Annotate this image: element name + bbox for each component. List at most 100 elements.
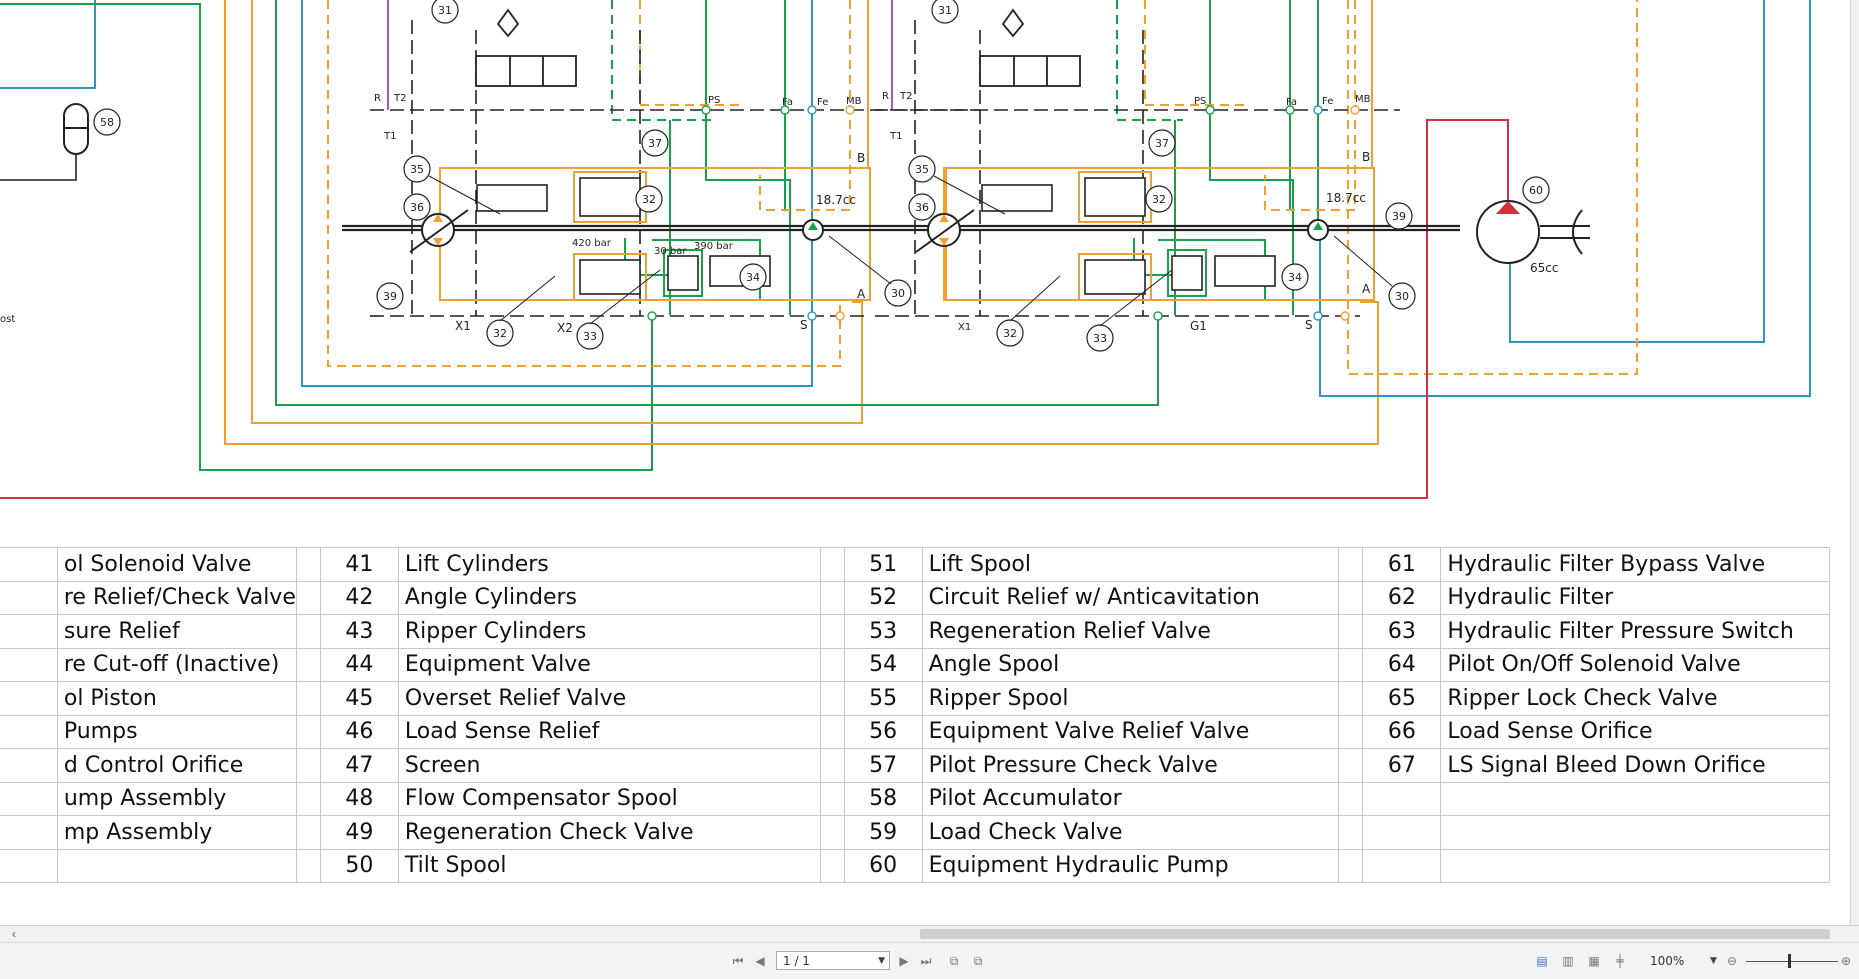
line-green-dash-2 xyxy=(1117,0,1183,120)
callout-32: 32 xyxy=(1152,193,1166,206)
horizontal-scroll-thumb[interactable] xyxy=(920,929,1830,939)
callout-30: 30 xyxy=(891,287,905,300)
legend-item-number xyxy=(1363,782,1441,816)
legend-row: mp Assembly49Regeneration Check Valve59L… xyxy=(0,816,1830,850)
port-label: X2 xyxy=(557,321,573,335)
port-label: Fe xyxy=(1322,96,1333,107)
pump-symbols xyxy=(0,104,1590,263)
legend-spacer xyxy=(296,615,320,649)
page-number-field[interactable]: 1 / 1 ▼ xyxy=(776,951,890,970)
legend-spacer xyxy=(296,581,320,615)
legend-item-number xyxy=(0,816,57,850)
legend-item-label: Load Sense Relief xyxy=(398,715,820,749)
pressure-label: 30 bar xyxy=(654,246,687,257)
legend-spacer xyxy=(296,816,320,850)
port-label: S xyxy=(800,318,808,332)
legend-item-number: 50 xyxy=(320,849,398,883)
callout-32: 32 xyxy=(1003,327,1017,340)
legend-item-label: Ripper Spool xyxy=(922,682,1339,716)
legend-row: sure Relief43Ripper Cylinders53Regenerat… xyxy=(0,615,1830,649)
port-label: PS xyxy=(1194,96,1206,107)
legend-item-label xyxy=(1441,849,1830,883)
port-label: Fa xyxy=(1286,97,1297,108)
legend-item-label: Circuit Relief w/ Anticavitation xyxy=(922,581,1339,615)
line-orange-outer xyxy=(225,0,1378,444)
port-label: PS xyxy=(708,95,720,106)
legend-item-label: Load Check Valve xyxy=(922,816,1339,850)
legend-spacer xyxy=(296,715,320,749)
callout-60: 60 xyxy=(1529,184,1543,197)
zoom-level[interactable]: 100% xyxy=(1650,953,1684,969)
legend-spacer xyxy=(1339,849,1363,883)
zoom-dropdown-icon[interactable]: ▼ xyxy=(1710,953,1717,969)
legend-item-number xyxy=(1363,849,1441,883)
hydraulic-schematic: 31 31 58 37 37 35 35 36 36 32 32 39 39 3… xyxy=(0,0,1850,540)
port-label: Fa xyxy=(782,97,793,108)
legend-item-label: ol Piston xyxy=(57,682,296,716)
legend-item-label: Hydraulic Filter Pressure Switch xyxy=(1441,615,1830,649)
pump-displacement-label: 65cc xyxy=(1530,261,1558,275)
port-label: A xyxy=(857,287,866,301)
callout-31: 31 xyxy=(438,4,452,17)
legend-spacer xyxy=(820,715,844,749)
callout-35: 35 xyxy=(915,163,929,176)
page-indicator: 1 / 1 xyxy=(783,954,810,968)
legend-item-number: 49 xyxy=(320,816,398,850)
legend-item-number: 64 xyxy=(1363,648,1441,682)
callout-39: 39 xyxy=(1392,210,1406,223)
split-view-icon[interactable]: ╪ xyxy=(1612,953,1628,969)
callout-34: 34 xyxy=(746,271,760,284)
callout-36: 36 xyxy=(410,201,424,214)
zoom-in-icon[interactable]: ⊕ xyxy=(1838,953,1854,969)
line-orange-dash-mb2 xyxy=(1145,0,1250,105)
legend-spacer xyxy=(820,682,844,716)
callout-32: 32 xyxy=(493,327,507,340)
port-label: X1 xyxy=(958,322,971,333)
port-label: MB xyxy=(846,96,862,107)
legend-item-label xyxy=(57,849,296,883)
go-forward-icon[interactable]: ⧉ xyxy=(970,953,986,969)
vertical-scrollbar[interactable] xyxy=(1850,0,1859,925)
legend-row: re Relief/Check Valve42Angle Cylinders52… xyxy=(0,581,1830,615)
port-label: T2 xyxy=(393,93,406,104)
legend-item-number xyxy=(0,581,57,615)
two-page-view-icon[interactable]: ▦ xyxy=(1586,953,1602,969)
legend-item-number: 61 xyxy=(1363,548,1441,582)
page-dropdown-icon[interactable]: ▼ xyxy=(878,952,885,971)
legend-spacer xyxy=(296,849,320,883)
legend-spacer xyxy=(820,648,844,682)
previous-page-icon[interactable]: ◀ xyxy=(752,953,768,969)
horizontal-scrollbar[interactable]: ‹ xyxy=(0,925,1859,942)
legend-item-label: Equipment Hydraulic Pump xyxy=(922,849,1339,883)
legend-item-number: 56 xyxy=(844,715,922,749)
port-label: B xyxy=(857,151,865,165)
legend-item-label: Regeneration Check Valve xyxy=(398,816,820,850)
legend-item-label: mp Assembly xyxy=(57,816,296,850)
scroll-left-button[interactable]: ‹ xyxy=(12,926,16,942)
legend-spacer xyxy=(1339,548,1363,582)
callout-39: 39 xyxy=(383,290,397,303)
legend-spacer xyxy=(296,548,320,582)
legend-item-label: Ripper Lock Check Valve xyxy=(1441,682,1830,716)
legend-row: Pumps46Load Sense Relief56Equipment Valv… xyxy=(0,715,1830,749)
first-page-icon[interactable]: ⏮ xyxy=(730,953,746,969)
legend-item-number: 52 xyxy=(844,581,922,615)
last-page-icon[interactable]: ⏭ xyxy=(918,953,934,969)
zoom-slider-track[interactable] xyxy=(1746,961,1838,962)
port-label: R xyxy=(882,91,889,102)
legend-item-number: 57 xyxy=(844,749,922,783)
next-page-icon[interactable]: ▶ xyxy=(896,953,912,969)
legend-row: re Cut-off (Inactive)44Equipment Valve54… xyxy=(0,648,1830,682)
legend-spacer xyxy=(296,782,320,816)
callout-32: 32 xyxy=(642,193,656,206)
legend-item-number: 54 xyxy=(844,648,922,682)
zoom-out-icon[interactable]: ⊖ xyxy=(1724,953,1740,969)
go-back-icon[interactable]: ⧉ xyxy=(946,953,962,969)
zoom-slider-thumb[interactable] xyxy=(1788,954,1791,968)
port-label: T1 xyxy=(889,131,902,142)
continuous-view-icon[interactable]: ▥ xyxy=(1560,953,1576,969)
single-page-view-icon[interactable]: ▤ xyxy=(1534,953,1550,969)
displacement-label: 18.7cc xyxy=(816,193,856,207)
legend-item-label: re Cut-off (Inactive) xyxy=(57,648,296,682)
legend-item-number xyxy=(0,548,57,582)
